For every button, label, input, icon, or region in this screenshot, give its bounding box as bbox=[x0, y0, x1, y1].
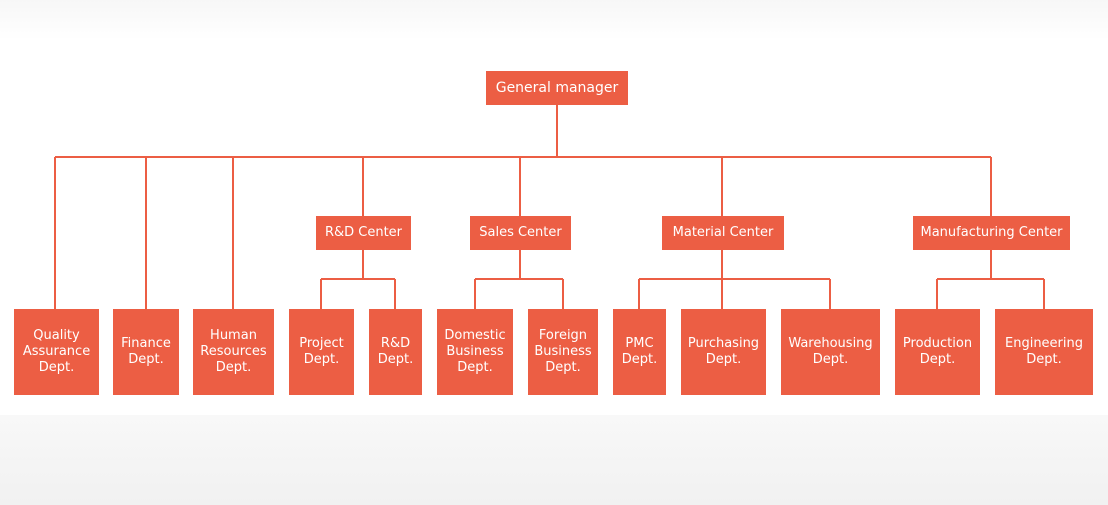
node-human-resources-dept: Human Resources Dept. bbox=[193, 309, 274, 395]
node-label: Finance Dept. bbox=[121, 336, 171, 367]
node-label: Purchasing Dept. bbox=[687, 336, 760, 367]
node-label: Engineering Dept. bbox=[1005, 336, 1083, 367]
node-label: Project Dept. bbox=[299, 336, 344, 367]
node-material-center: Material Center bbox=[662, 216, 784, 250]
node-foreign-business-dept: Foreign Business Dept. bbox=[528, 309, 598, 395]
footer-background bbox=[0, 415, 1108, 505]
node-label: Human Resources Dept. bbox=[200, 328, 267, 375]
node-warehousing-dept: Warehousing Dept. bbox=[781, 309, 880, 395]
node-label: R&D Center bbox=[324, 225, 403, 240]
node-label: Material Center bbox=[672, 225, 774, 240]
node-pmc-dept: PMC Dept. bbox=[613, 309, 666, 395]
node-purchasing-dept: Purchasing Dept. bbox=[681, 309, 766, 395]
node-production-dept: Production Dept. bbox=[895, 309, 980, 395]
node-label: Foreign Business Dept. bbox=[534, 328, 592, 375]
node-label: Quality Assurance Dept. bbox=[22, 328, 91, 375]
node-manufacturing-center: Manufacturing Center bbox=[913, 216, 1070, 250]
node-label: Warehousing Dept. bbox=[788, 336, 873, 367]
node-label: Manufacturing Center bbox=[920, 225, 1063, 240]
node-rd-center: R&D Center bbox=[316, 216, 411, 250]
node-label: Sales Center bbox=[479, 225, 562, 240]
node-quality-assurance-dept: Quality Assurance Dept. bbox=[14, 309, 99, 395]
node-sales-center: Sales Center bbox=[470, 216, 571, 250]
node-general-manager: General manager bbox=[486, 71, 628, 105]
node-label: General manager bbox=[495, 80, 619, 96]
node-label: Production Dept. bbox=[902, 336, 973, 367]
node-engineering-dept: Engineering Dept. bbox=[995, 309, 1093, 395]
node-label: Domestic Business Dept. bbox=[444, 328, 506, 375]
node-rd-dept: R&D Dept. bbox=[369, 309, 422, 395]
node-label: R&D Dept. bbox=[377, 336, 414, 367]
node-label: PMC Dept. bbox=[621, 336, 658, 367]
node-domestic-business-dept: Domestic Business Dept. bbox=[437, 309, 513, 395]
node-finance-dept: Finance Dept. bbox=[113, 309, 179, 395]
node-project-dept: Project Dept. bbox=[289, 309, 354, 395]
